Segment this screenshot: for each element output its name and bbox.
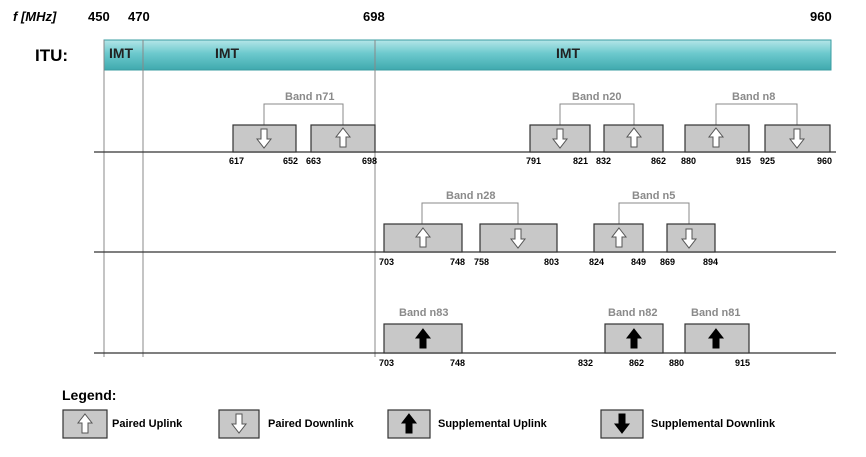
edge-label-824: 824 — [589, 257, 604, 267]
itu-allocation-bar — [103, 39, 832, 71]
legend-label: Supplemental Downlink — [651, 418, 776, 430]
edge-label-862: 862 — [651, 156, 666, 166]
band-name-n82: Band n82 — [608, 307, 658, 319]
hollow-down-arrow-icon — [551, 128, 569, 149]
itu-segment-imt-1: IMT — [109, 45, 134, 61]
band-n8: Band n8 880 915 925 960 — [681, 91, 832, 166]
band-name-n83: Band n83 — [399, 307, 449, 319]
block-n20-uplink — [603, 124, 664, 153]
legend-title: Legend: — [62, 387, 116, 403]
legend-item-supplemental-uplink: Supplemental Uplink — [387, 409, 548, 439]
edge-label-748-sul: 748 — [450, 358, 465, 368]
band-bracket-n71 — [263, 103, 344, 125]
edge-label-652: 652 — [283, 156, 298, 166]
hollow-down-arrow-icon — [680, 228, 698, 249]
block-n5-downlink — [666, 223, 716, 253]
solid-up-arrow-icon — [625, 328, 643, 349]
band-name-n8: Band n8 — [732, 91, 775, 103]
hollow-down-arrow-icon — [230, 413, 248, 434]
edge-label-758: 758 — [474, 257, 489, 267]
edge-label-748: 748 — [450, 257, 465, 267]
band-bracket-n5 — [618, 202, 690, 224]
hollow-up-arrow-icon — [334, 127, 352, 148]
edge-label-960: 960 — [817, 156, 832, 166]
frequency-tick-698: 698 — [363, 9, 385, 24]
band-name-n5: Band n5 — [632, 190, 675, 202]
block-n5-uplink — [593, 223, 644, 253]
band-bracket-n20 — [559, 103, 635, 125]
hollow-up-arrow-icon — [707, 127, 725, 148]
edge-label-663: 663 — [306, 156, 321, 166]
edge-label-925: 925 — [760, 156, 775, 166]
hollow-up-arrow-icon — [414, 227, 432, 248]
band-n71: Band n71 617 652 663 698 — [229, 91, 377, 166]
solid-up-arrow-icon — [414, 328, 432, 349]
hollow-down-arrow-icon — [788, 128, 806, 149]
block-n20-downlink — [529, 124, 591, 153]
band-bracket-n28 — [421, 202, 519, 224]
edge-label-849: 849 — [631, 257, 646, 267]
edge-label-915-sul: 915 — [735, 358, 750, 368]
edge-label-791: 791 — [526, 156, 541, 166]
band-n5: Band n5 824 849 869 894 — [589, 190, 718, 267]
band-name-n71: Band n71 — [285, 91, 335, 103]
edge-label-803: 803 — [544, 257, 559, 267]
legend-item-paired-uplink: Paired Uplink — [62, 409, 183, 439]
band-name-n28: Band n28 — [446, 190, 496, 202]
solid-up-arrow-icon — [707, 328, 725, 349]
frequency-tick-450: 450 — [88, 9, 110, 24]
edge-label-915: 915 — [736, 156, 751, 166]
band-bracket-n8 — [715, 103, 798, 125]
frequency-tick-960: 960 — [810, 9, 832, 24]
itu-label: ITU: — [35, 46, 68, 65]
block-n8-downlink — [764, 124, 831, 153]
block-n71-downlink — [232, 124, 297, 153]
legend-label: Paired Downlink — [268, 418, 354, 430]
frequency-axis-title: f [MHz] — [13, 9, 57, 24]
band-n83: Band n83 703 748 — [379, 307, 465, 368]
hollow-up-arrow-icon — [76, 413, 94, 434]
hollow-down-arrow-icon — [255, 128, 273, 149]
legend-item-paired-downlink: Paired Downlink — [218, 409, 354, 439]
hollow-down-arrow-icon — [509, 228, 527, 249]
band-name-n81: Band n81 — [691, 307, 741, 319]
band-n20: Band n20 791 821 832 862 — [526, 91, 666, 166]
edge-label-698: 698 — [362, 156, 377, 166]
itu-segment-imt-2: IMT — [215, 45, 240, 61]
block-n71-uplink — [310, 124, 376, 153]
block-n8-uplink — [684, 124, 750, 153]
edge-label-862-sul: 862 — [629, 358, 644, 368]
edge-label-869: 869 — [660, 257, 675, 267]
solid-up-arrow-icon — [400, 413, 418, 434]
band-n82: Band n82 832 862 — [578, 307, 664, 368]
edge-label-832: 832 — [596, 156, 611, 166]
hollow-up-arrow-icon — [610, 227, 628, 248]
edge-label-894: 894 — [703, 257, 718, 267]
block-n28-uplink — [383, 223, 463, 253]
edge-label-880-sul: 880 — [669, 358, 684, 368]
band-n81: Band n81 880 915 — [669, 307, 750, 368]
legend-label: Paired Uplink — [112, 418, 183, 430]
edge-label-880: 880 — [681, 156, 696, 166]
band-n28: Band n28 703 748 758 803 — [379, 190, 559, 267]
edge-label-617: 617 — [229, 156, 244, 166]
legend-item-supplemental-downlink: Supplemental Downlink — [600, 409, 776, 439]
edge-label-821: 821 — [573, 156, 588, 166]
solid-down-arrow-icon — [613, 413, 631, 434]
legend: Legend: Paired Uplink Paired Downlink Su… — [62, 387, 776, 439]
hollow-up-arrow-icon — [625, 127, 643, 148]
legend-label: Supplemental Uplink — [438, 418, 548, 430]
edge-label-832-sul: 832 — [578, 358, 593, 368]
frequency-tick-470: 470 — [128, 9, 150, 24]
edge-label-703: 703 — [379, 257, 394, 267]
band-name-n20: Band n20 — [572, 91, 622, 103]
itu-segment-imt-3: IMT — [556, 45, 581, 61]
edge-label-703-sul: 703 — [379, 358, 394, 368]
block-n28-downlink — [479, 223, 558, 253]
